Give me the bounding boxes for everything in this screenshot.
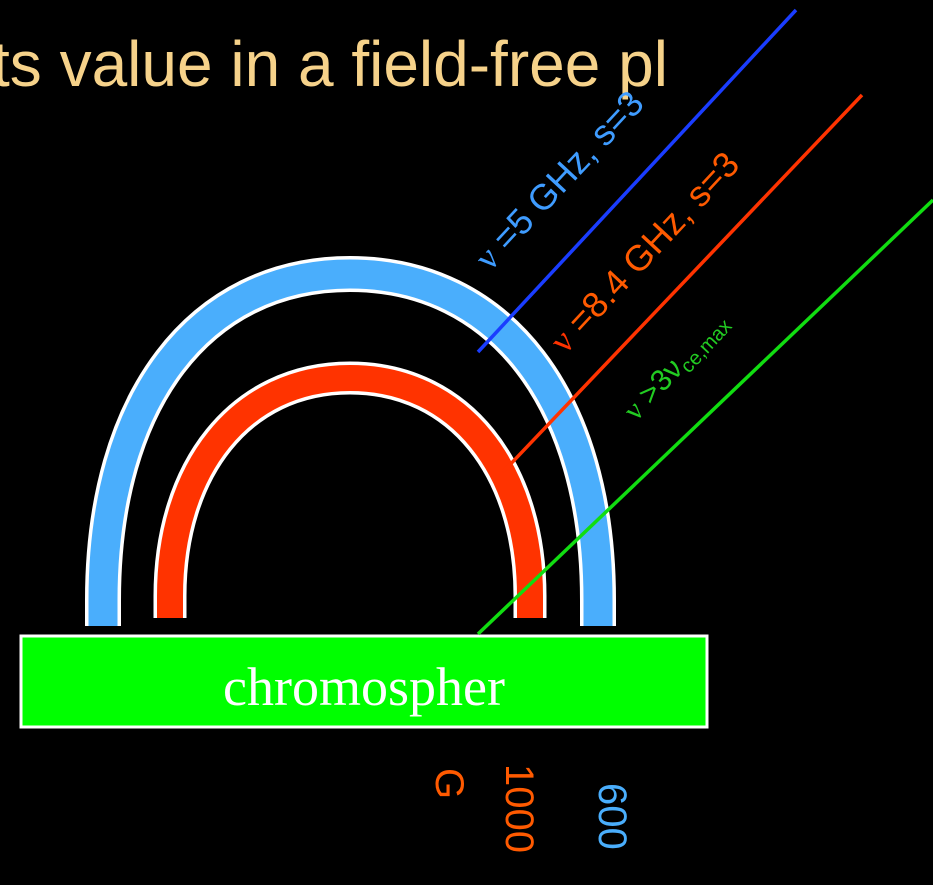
chromosphere-label: chromospher bbox=[223, 657, 505, 717]
blue-field-value: 600 bbox=[590, 783, 634, 850]
green-ray-label: ν >3νce,max bbox=[617, 305, 737, 429]
slide-title: ts value in a field-free pl bbox=[0, 28, 668, 100]
svg-text:ν >3νce,max: ν >3νce,max bbox=[617, 305, 737, 429]
svg-text:1000: 1000 bbox=[497, 764, 541, 853]
inner-loop bbox=[170, 378, 530, 618]
blue-ray-text: =5 GHz, s=3 bbox=[477, 82, 652, 265]
svg-text:600: 600 bbox=[590, 783, 634, 850]
green-ray-subscript: ce,max bbox=[676, 315, 736, 377]
red-field-value: 1000 bbox=[497, 764, 541, 853]
svg-text:G: G bbox=[427, 768, 471, 799]
unit-label: G bbox=[427, 768, 471, 799]
